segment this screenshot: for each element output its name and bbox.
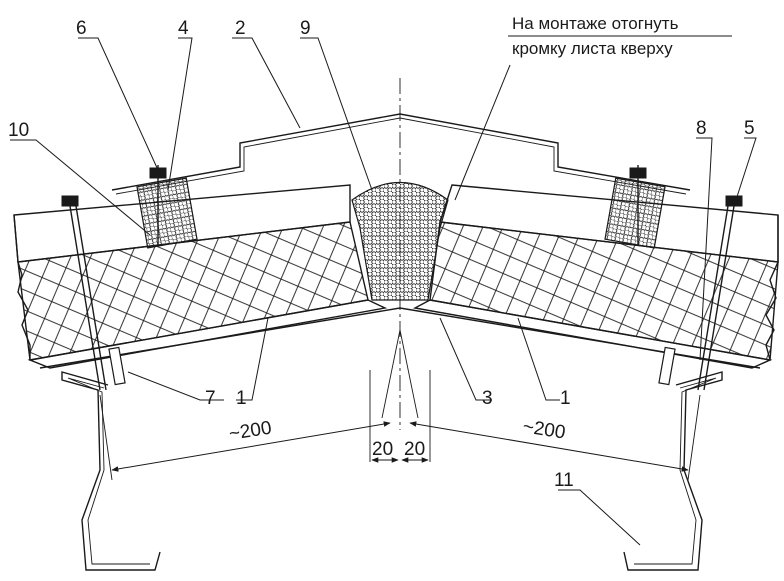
left-sandwich-panel xyxy=(13,184,388,369)
callout-9: 9 xyxy=(300,18,311,39)
dimension-gap xyxy=(369,329,431,463)
dimension-left-span xyxy=(99,394,391,481)
left-panel-bottom-skin xyxy=(27,299,388,369)
callout-10: 10 xyxy=(8,120,29,141)
callout-7: 7 xyxy=(205,388,216,409)
callout-8: 8 xyxy=(696,118,707,139)
left-flashing-screw xyxy=(149,165,167,245)
right-purlin xyxy=(623,371,723,571)
note-line-2: кромку листа кверху xyxy=(512,39,673,58)
ridge-flashing-outline xyxy=(111,113,691,191)
right-panel-break-line xyxy=(765,215,779,361)
leader-lines xyxy=(10,37,757,546)
note-line-1: На монтаже отогнуть xyxy=(512,14,679,33)
callout-3: 3 xyxy=(482,388,493,409)
dimension-gap-left-label: 20 xyxy=(372,439,393,460)
left-panel-break-line xyxy=(13,214,31,360)
dimension-right-span-label: ~200 xyxy=(521,416,567,443)
right-purlin-inner xyxy=(634,377,717,565)
callout-4: 4 xyxy=(178,18,189,39)
right-seal-strip xyxy=(604,177,666,249)
right-flashing-screw xyxy=(629,165,647,245)
callout-1-left: 1 xyxy=(236,388,247,409)
left-seal-strip xyxy=(136,177,198,249)
left-through-fastener xyxy=(61,195,107,391)
callout-11: 11 xyxy=(554,470,574,491)
dimension-left-span-label: ~200 xyxy=(227,418,273,445)
callout-6: 6 xyxy=(76,18,87,39)
left-purlin xyxy=(61,371,161,571)
right-panel-bottom-skin xyxy=(412,299,773,369)
callout-1-right: 1 xyxy=(560,388,571,409)
dimension-gap-right-label: 20 xyxy=(404,439,425,460)
callout-2: 2 xyxy=(235,18,246,39)
callout-5: 5 xyxy=(744,118,755,139)
right-rivet xyxy=(658,346,676,386)
left-purlin-inner xyxy=(67,377,150,565)
dimension-right-span xyxy=(409,394,701,481)
left-rivet xyxy=(108,346,126,386)
